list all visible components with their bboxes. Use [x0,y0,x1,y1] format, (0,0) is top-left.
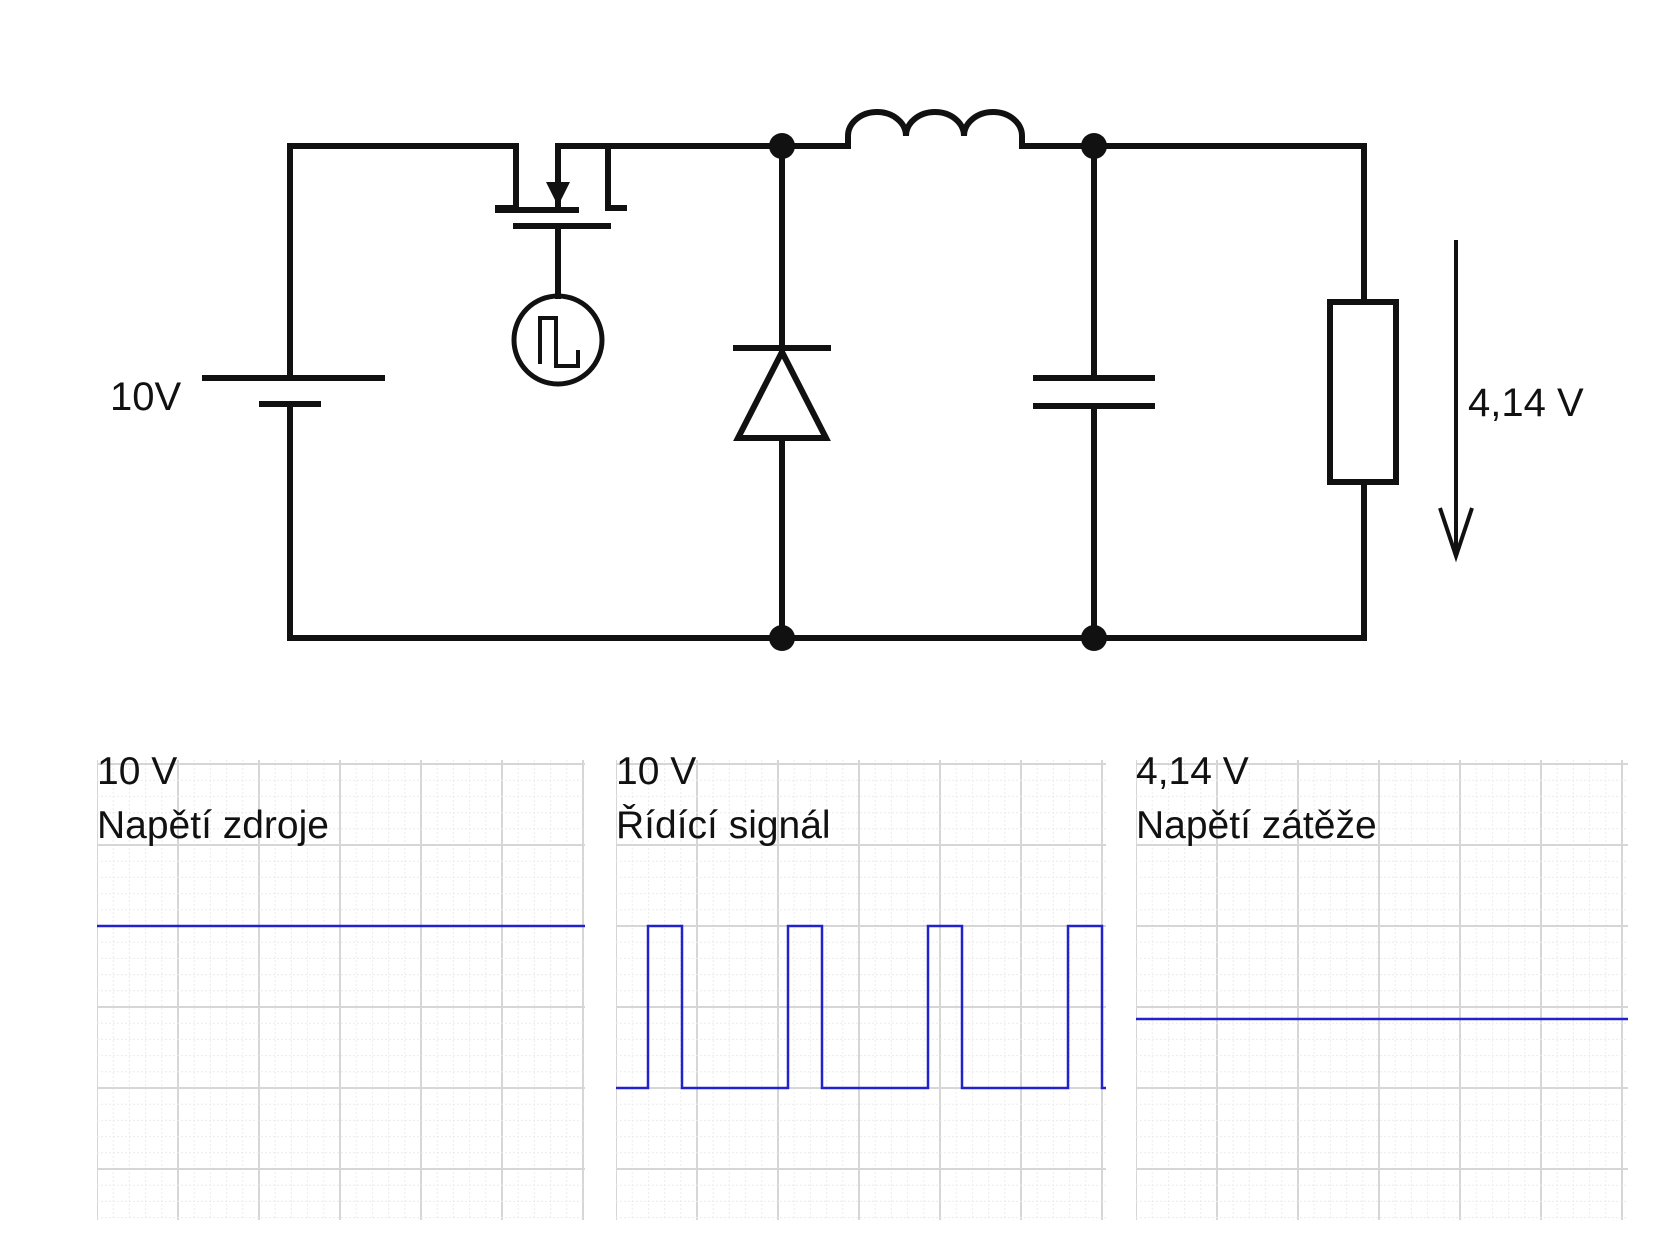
wire-source-to-mosfet [287,143,519,381]
diode-symbol [733,143,831,641]
capacitor-symbol [1033,143,1155,641]
scope-title: Napětí zátěže [1136,804,1377,847]
scope-title: Napětí zdroje [97,804,329,847]
scope-value-label: 4,14 V [1136,750,1249,793]
mosfet-symbol [495,147,627,299]
load-voltage-label: 4,14 V [1468,381,1584,425]
resistor-symbol [1327,299,1399,485]
circuit-diagram: 10V 4,14 V [110,109,1584,651]
battery-symbol [202,375,385,407]
junction-node [1081,133,1107,159]
inductor-symbol [845,109,1025,149]
wire-bottom-right [287,401,1367,641]
junction-node [1081,625,1107,651]
pulse-source-icon [511,293,605,387]
scope-grid [1136,760,1628,1220]
load-voltage-arrow [1438,240,1474,563]
source-voltage-label: 10V [110,375,181,419]
scope-value-label: 10 V [616,750,697,793]
wire-mosfet-to-node [555,143,851,213]
scope-source-voltage: 10 V Napětí zdroje [97,750,585,1220]
scope-grid [97,760,585,1220]
control-signal-trace [616,924,1106,1090]
scope-value-label: 10 V [97,750,178,793]
junction-node [769,625,795,651]
scope-load-voltage: 4,14 V Napětí zátěže [1136,750,1628,1220]
scope-control-signal: 10 V Řídící signál [616,750,1106,1220]
junction-node [769,133,795,159]
scope-grid [616,760,1106,1220]
scope-title: Řídící signál [616,804,831,847]
